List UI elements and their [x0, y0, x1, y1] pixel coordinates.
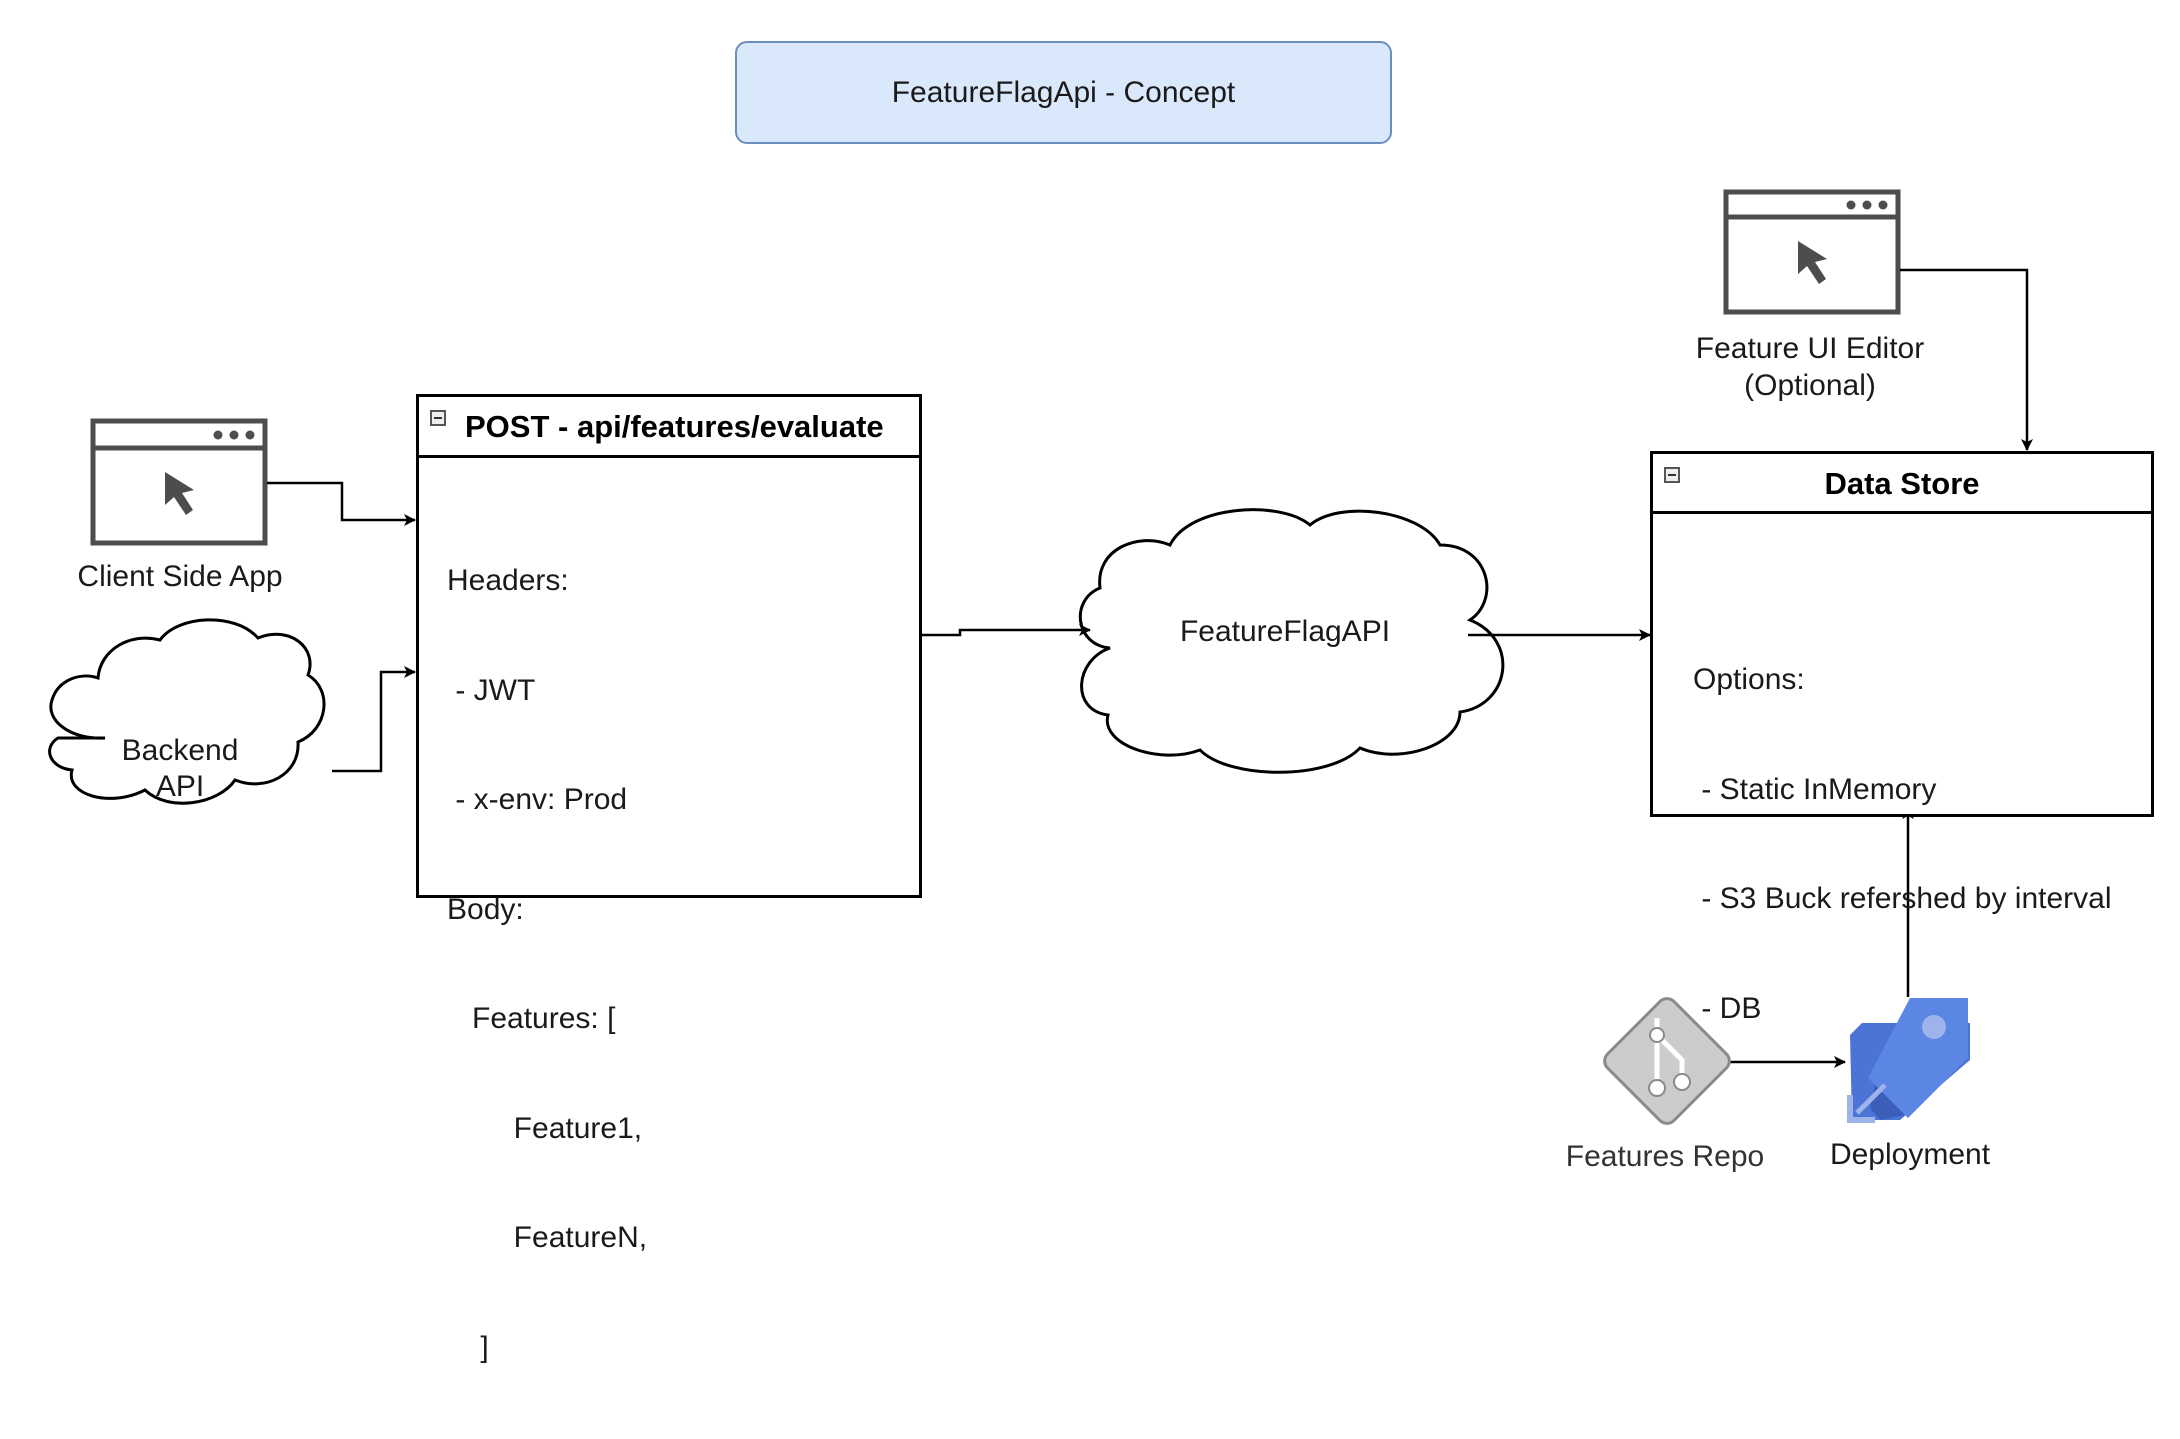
endpoint-line: FeatureN,: [447, 1221, 648, 1254]
feature-ui-editor-label-line1: Feature UI Editor: [1695, 332, 1925, 365]
endpoint-line: - x-env: Prod: [447, 783, 628, 816]
client-side-app-icon[interactable]: [90, 418, 268, 546]
endpoint-box[interactable]: POST - api/features/evaluate Headers: - …: [416, 394, 922, 1364]
deployment-label: Deployment: [1829, 1138, 1991, 1171]
endpoint-body-text: Headers: - JWT - x-env: Prod Body: Featu…: [447, 490, 647, 1439]
feature-flag-api-cloud-shape[interactable]: [1078, 508, 1505, 774]
data-store-box[interactable]: Data Store Options: - Static InMemory - …: [1650, 451, 2154, 1025]
backend-api-cloud-shape[interactable]: [48, 618, 326, 805]
feature-ui-editor-label: Feature UI Editor (Optional): [1660, 330, 1960, 404]
endpoint-line: Features: [: [447, 1002, 616, 1035]
edge-editor-to-datastore: [1900, 268, 2033, 451]
data-store-box-header: Data Store: [1653, 454, 2151, 514]
endpoint-line: - JWT: [447, 673, 536, 707]
diagram-title: FeatureFlagApi - Concept: [735, 41, 1392, 144]
data-store-box-title: Data Store: [1824, 466, 1980, 501]
endpoint-line: Feature1,: [447, 1111, 643, 1145]
endpoint-line: Headers:: [447, 564, 569, 597]
edge-client-to-endpoint: [267, 481, 416, 526]
endpoint-box-title: POST - api/features/evaluate: [465, 409, 884, 444]
features-repo-label: Features Repo: [1565, 1140, 1765, 1173]
endpoint-line: Body:: [447, 892, 524, 926]
client-side-app-label: Client Side App: [77, 560, 283, 593]
git-icon[interactable]: [1601, 995, 1734, 1128]
endpoint-line: ]: [447, 1330, 489, 1364]
data-store-line: Options:: [1693, 663, 1805, 696]
diagram-title-text: FeatureFlagApi - Concept: [891, 75, 1236, 109]
feature-flag-api-label: FeatureFlagAPI: [1179, 615, 1391, 648]
endpoint-box-header: POST - api/features/evaluate: [419, 397, 919, 458]
data-store-line: - DB: [1693, 991, 1762, 1025]
collapse-icon[interactable]: [430, 410, 446, 426]
backend-api-label-line1: Backend: [121, 734, 239, 767]
diagram-canvas: [48, 189, 2033, 1128]
feature-ui-editor-icon[interactable]: [1723, 189, 1901, 315]
backend-api-label-line2: API: [155, 770, 205, 803]
collapse-icon[interactable]: [1664, 467, 1680, 483]
feature-ui-editor-label-line2: (Optional): [1744, 369, 1876, 402]
azure-pipelines-icon[interactable]: [1847, 998, 1970, 1123]
data-store-line: - S3 Buck refershed by interval: [1693, 882, 2112, 915]
backend-api-label: Backend API: [90, 733, 270, 805]
data-store-line: - Static InMemory: [1693, 772, 1937, 806]
data-store-body-text: Options: - Static InMemory - S3 Buck ref…: [1693, 589, 2112, 1100]
edge-backend-to-endpoint: [332, 666, 416, 773]
